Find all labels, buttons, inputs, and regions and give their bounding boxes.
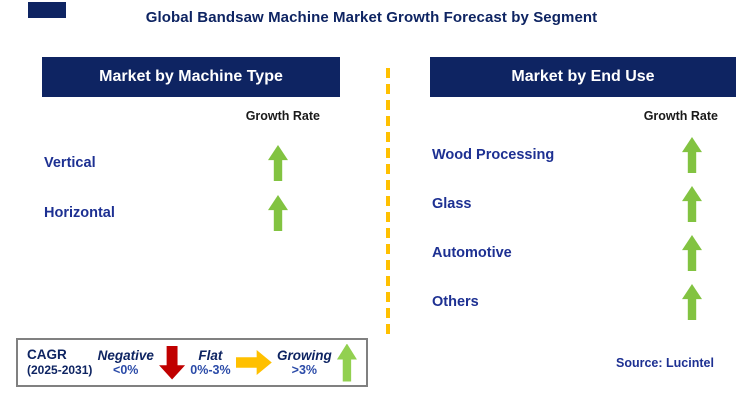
up-arrow-icon: [682, 284, 702, 320]
panel-machine-type-header: Market by Machine Type: [42, 57, 340, 97]
panel-machine-type: Market by Machine Type Growth Rate Verti…: [42, 57, 340, 231]
segment-row-others: Others: [430, 282, 736, 322]
cagr-label: CAGR: [27, 346, 67, 362]
legend-item-flat: Flat 0%-3%: [190, 348, 230, 378]
up-arrow-icon: [682, 186, 702, 222]
cagr-legend: CAGR (2025-2031) Negative <0% Flat 0%-3%…: [16, 338, 368, 387]
cagr-period: (2025-2031): [27, 363, 93, 378]
source-attribution: Source: Lucintel: [616, 356, 714, 370]
dashed-divider: [386, 68, 390, 337]
growth-rate-label: Growth Rate: [643, 109, 718, 123]
legend-range: <0%: [113, 363, 139, 378]
up-arrow-icon: [336, 343, 357, 382]
segment-row-horizontal: Horizontal: [42, 193, 340, 233]
legend-item-negative: Negative <0%: [98, 348, 154, 378]
legend-label: Flat: [198, 347, 223, 363]
legend-range: 0%-3%: [190, 363, 231, 378]
segment-row-wood-processing: Wood Processing: [430, 135, 736, 175]
up-arrow-icon: [268, 195, 288, 231]
legend-item-growing: Growing >3%: [277, 348, 332, 378]
segment-label: Vertical: [44, 155, 96, 171]
segment-label: Glass: [432, 196, 472, 212]
segment-label: Horizontal: [44, 205, 115, 221]
down-arrow-icon: [159, 345, 186, 380]
segment-label: Automotive: [432, 245, 512, 261]
cagr-block: CAGR (2025-2031): [27, 347, 92, 379]
segment-label: Wood Processing: [432, 147, 555, 163]
page-title: Global Bandsaw Machine Market Growth For…: [145, 9, 598, 26]
panel-end-use: Market by End Use Growth Rate Wood Proce…: [430, 57, 736, 320]
segment-row-glass: Glass: [430, 184, 736, 224]
segment-row-vertical: Vertical: [42, 143, 340, 183]
right-arrow-icon: [235, 350, 272, 375]
segment-label: Others: [432, 294, 479, 310]
up-arrow-icon: [682, 235, 702, 271]
up-arrow-icon: [268, 145, 288, 181]
segment-row-automotive: Automotive: [430, 233, 736, 273]
legend-label: Negative: [97, 347, 154, 363]
corner-accent-block: [28, 2, 66, 18]
legend-label: Growing: [276, 347, 332, 363]
legend-range: >3%: [291, 363, 318, 378]
up-arrow-icon: [682, 137, 702, 173]
growth-rate-label: Growth Rate: [245, 109, 320, 123]
panel-end-use-header: Market by End Use: [430, 57, 736, 97]
